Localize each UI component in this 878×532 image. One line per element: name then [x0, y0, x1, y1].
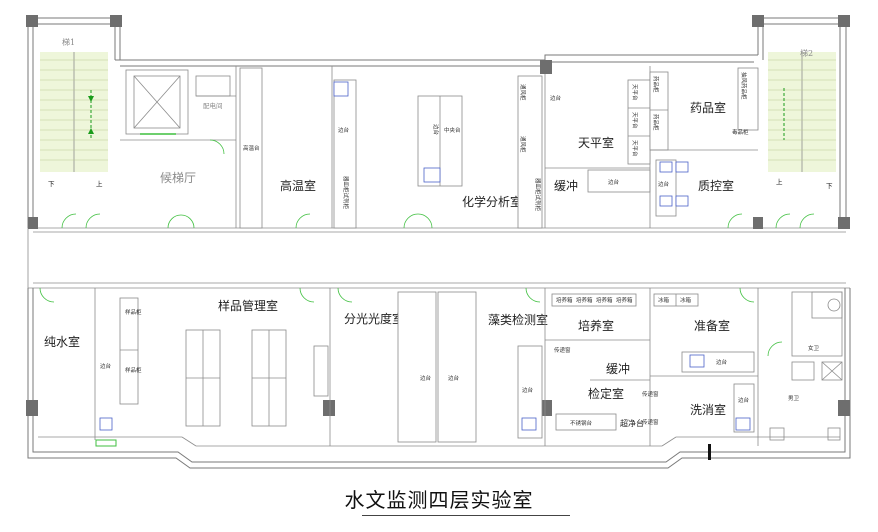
algae-room-label: 藻类检测室 — [488, 312, 548, 327]
stair-2-down: 下 — [826, 182, 833, 190]
drug-cab-1: 药品柜 — [652, 76, 660, 93]
vent-drug-cab: 抽风药品柜 — [740, 72, 748, 100]
algae-side-bench: 边台 — [522, 386, 534, 394]
balance-bench-1: 天平台 — [631, 84, 639, 101]
stair-2-label: 梯2 — [800, 48, 813, 58]
toxic-cab: 毒品柜 — [732, 128, 749, 136]
plan-title: 水文监测四层实验室 — [344, 488, 534, 512]
stair-1-up: 上 — [96, 179, 103, 188]
culture-room-label: 培养室 — [578, 318, 614, 333]
buffer-label: 缓冲 — [554, 178, 578, 193]
fume-window-3: 传递窗 — [642, 418, 659, 426]
wash-room-label: 洗消室 — [690, 402, 726, 417]
drug-cab-2: 药品柜 — [652, 114, 660, 131]
pure-water-label: 纯水室 — [44, 334, 80, 349]
vent-cab-2: 通风柜 — [519, 136, 527, 153]
power-room-label: 配电间 — [203, 101, 223, 110]
high-temp-reagent-cab: 器皿柜试剂柜 — [342, 176, 350, 210]
wash-side-bench: 边台 — [738, 396, 750, 404]
bottom-row: 纯水室 边台 样品柜 样品柜 样品管理室 分光光度室 边台 边台 藻类检测室 边… — [39, 287, 843, 447]
balance-bench-2: 天平台 — [631, 112, 639, 129]
spectro-bench-2: 边台 — [448, 374, 460, 382]
high-temp-bench-label: 高温台 — [243, 144, 260, 152]
central-bench-label: 中央台 — [444, 126, 461, 134]
culture-cab-2: 培养箱 — [576, 296, 593, 304]
stair-1-label: 梯1 — [62, 37, 75, 47]
balance-side-bench: 边台 — [550, 94, 562, 102]
high-temp-side-bench: 边台 — [338, 126, 350, 134]
chem-bench-rotated: 边台 — [432, 124, 440, 136]
male-wc-label: 男卫 — [788, 395, 800, 402]
buffer-side-bench: 边台 — [608, 178, 620, 186]
sample-cab-b: 样品柜 — [125, 366, 142, 374]
top-row: 配电间 候梯厅 高温台 边台 器皿柜试剂柜 高温室 边台 中央台 化学分析室 通… — [120, 66, 759, 229]
stair-2: 梯2 上 下 — [768, 48, 836, 229]
ice-cab-1: 冰箱 — [658, 296, 670, 304]
female-wc-label: 女卫 — [808, 344, 820, 352]
title-underline — [362, 515, 570, 516]
stair-1-down: 下 — [48, 180, 55, 188]
columns — [26, 15, 850, 460]
fume-window-1: 传递窗 — [554, 346, 571, 354]
stair-2-up: 上 — [776, 177, 783, 186]
culture-cab-1: 培养箱 — [556, 296, 573, 304]
vent-cab-1: 通风柜 — [519, 84, 527, 101]
spectro-label: 分光光度室 — [344, 311, 404, 326]
sample-mgmt-label: 样品管理室 — [218, 298, 278, 313]
sample-cab-a: 样品柜 — [125, 308, 142, 316]
prep-side-bench: 边台 — [716, 358, 728, 366]
culture-cab-4: 培养箱 — [616, 296, 633, 304]
steel-bench: 不锈钢台 — [570, 419, 593, 427]
balance-room-label: 天平室 — [578, 135, 614, 150]
pure-water-side-bench: 边台 — [100, 362, 112, 370]
qc-room-label: 质控室 — [698, 178, 734, 193]
inspection-label: 检定室 — [588, 386, 624, 401]
ice-cab-2: 冰箱 — [680, 296, 692, 304]
chem-analysis-label: 化学分析室 — [462, 194, 522, 209]
high-temp-room-label: 高温室 — [280, 178, 316, 193]
elevator-hall-label: 候梯厅 — [160, 171, 196, 185]
fume-window-2: 传递窗 — [642, 390, 659, 398]
balance-bench-3: 天平台 — [631, 140, 639, 157]
stair-1: 梯1 下 上 — [40, 37, 108, 229]
qc-side-bench: 边台 — [658, 180, 670, 188]
spectro-bench-1: 边台 — [420, 374, 432, 382]
drug-room-label: 药品室 — [690, 100, 726, 115]
chem-reagent-cab: 器皿柜试剂柜 — [534, 178, 542, 212]
culture-cab-3: 培养箱 — [596, 296, 613, 304]
buffer2-label: 缓冲 — [606, 361, 630, 376]
clean-bench-label: 超净台 — [620, 418, 644, 428]
prep-room-label: 准备室 — [694, 318, 730, 333]
